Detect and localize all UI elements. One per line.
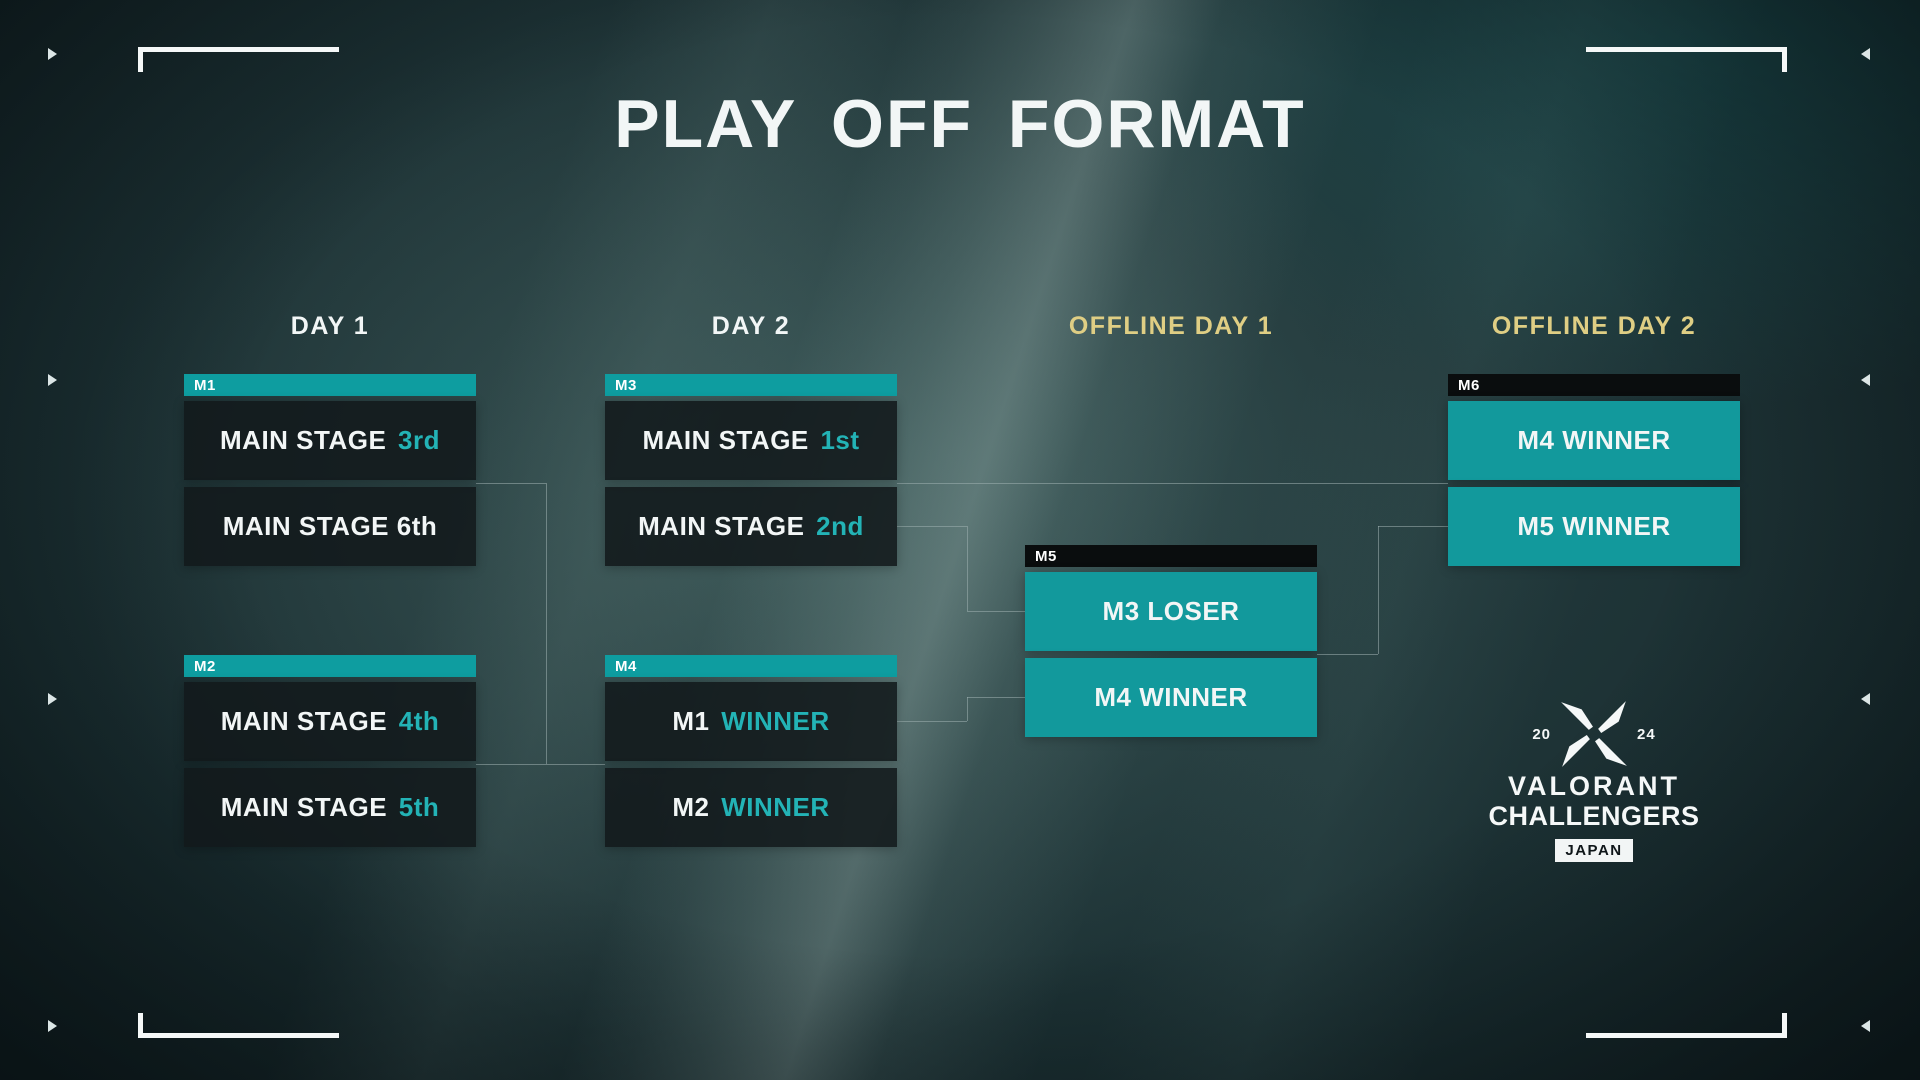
connector-m1-out bbox=[476, 483, 546, 484]
column-header-offline-day2: OFFLINE DAY 2 bbox=[1491, 312, 1697, 340]
slot-accent-text: 1st bbox=[820, 425, 860, 455]
slot-text: M4 WINNER bbox=[1094, 682, 1248, 712]
edge-arrow-right-icon bbox=[48, 1020, 57, 1032]
match-m6-slot-2: M5 WINNER bbox=[1448, 487, 1740, 566]
slot-accent-text: WINNER bbox=[721, 706, 830, 736]
page-title: PLAY OFF FORMAT bbox=[614, 86, 1306, 162]
slot-text: MAIN STAGE bbox=[220, 706, 388, 736]
edge-arrow-left-icon bbox=[1861, 374, 1870, 386]
match-m1-slot-2: MAIN STAGE 6th bbox=[184, 487, 476, 566]
match-m1-tag: M1 bbox=[184, 374, 476, 396]
connector-m3-out bbox=[897, 526, 967, 527]
slot-text: MAIN STAGE bbox=[638, 511, 805, 541]
match-m2-slot-1: MAIN STAGE 4th bbox=[184, 682, 476, 761]
match-m5-tag: M5 bbox=[1025, 545, 1317, 567]
corner-frame-top-right-icon bbox=[1586, 47, 1787, 72]
logo-wordmark-challengers: CHALLENGERS bbox=[1488, 800, 1700, 831]
match-m4: M4 M1 WINNER M2 WINNER bbox=[605, 655, 897, 847]
vct-japan-logo: 20 24 VALORANT CHALLENGERS JAPAN bbox=[1448, 698, 1740, 863]
edge-arrow-left-icon bbox=[1861, 48, 1870, 60]
connector-m2-to-m4 bbox=[476, 764, 605, 765]
corner-frame-bottom-right-icon bbox=[1586, 1013, 1787, 1038]
match-m6-slot-1: M4 WINNER bbox=[1448, 401, 1740, 480]
match-m3-tag: M3 bbox=[605, 374, 897, 396]
slot-text: M3 LOSER bbox=[1102, 596, 1240, 626]
logo-year-right: 24 bbox=[1637, 725, 1656, 743]
logo-wordmark-valorant: VALORANT bbox=[1508, 771, 1680, 801]
connector-to-m6-bottom bbox=[1378, 526, 1448, 527]
slot-text: MAIN STAGE bbox=[642, 425, 809, 455]
connector-m3-drop bbox=[967, 526, 968, 611]
edge-arrow-left-icon bbox=[1861, 1020, 1870, 1032]
connector-m4-out bbox=[897, 721, 967, 722]
slot-text: M5 WINNER bbox=[1517, 511, 1671, 541]
slot-accent-text: 4th bbox=[398, 706, 440, 736]
edge-arrow-right-icon bbox=[48, 374, 57, 386]
connector-m5-rise bbox=[1378, 526, 1379, 654]
slot-text: M2 bbox=[672, 792, 710, 822]
slot-text: MAIN STAGE bbox=[220, 792, 388, 822]
vct-logo-burst-row: 20 24 bbox=[1532, 698, 1655, 770]
match-m6: M6 M4 WINNER M5 WINNER bbox=[1448, 374, 1740, 566]
edge-arrow-right-icon bbox=[48, 693, 57, 705]
slot-accent-text: 2nd bbox=[816, 511, 864, 541]
match-m2-tag: M2 bbox=[184, 655, 476, 677]
connector-m4-rise bbox=[967, 697, 968, 721]
column-header-day2: DAY 2 bbox=[711, 312, 791, 340]
edge-arrow-left-icon bbox=[1861, 693, 1870, 705]
column-header-offline-day1: OFFLINE DAY 1 bbox=[1068, 312, 1274, 340]
connector-m1-m2-join bbox=[546, 483, 547, 764]
slot-accent-text: WINNER bbox=[721, 792, 830, 822]
connector-to-m5-top bbox=[967, 611, 1025, 612]
connector-m3-to-m6 bbox=[897, 483, 1448, 484]
edge-arrow-right-icon bbox=[48, 48, 57, 60]
match-m4-tag: M4 bbox=[605, 655, 897, 677]
corner-frame-top-left-icon bbox=[138, 47, 339, 72]
connector-m5-out bbox=[1317, 654, 1378, 655]
match-m3-slot-1: MAIN STAGE 1st bbox=[605, 401, 897, 480]
match-m6-tag: M6 bbox=[1448, 374, 1740, 396]
logo-year-left: 20 bbox=[1532, 725, 1551, 743]
japan-badge: JAPAN bbox=[1555, 839, 1633, 863]
match-m5-slot-1: M3 LOSER bbox=[1025, 572, 1317, 651]
match-m5-slot-2: M4 WINNER bbox=[1025, 658, 1317, 737]
match-m5: M5 M3 LOSER M4 WINNER bbox=[1025, 545, 1317, 737]
slot-accent-text: 3rd bbox=[398, 425, 440, 455]
match-m4-slot-2: M2 WINNER bbox=[605, 768, 897, 847]
match-m1-slot-1: MAIN STAGE 3rd bbox=[184, 401, 476, 480]
corner-frame-bottom-left-icon bbox=[138, 1013, 339, 1038]
match-m3-slot-2: MAIN STAGE 2nd bbox=[605, 487, 897, 566]
match-m3: M3 MAIN STAGE 1st MAIN STAGE 2nd bbox=[605, 374, 897, 566]
slot-text: MAIN STAGE 6th bbox=[222, 511, 438, 541]
match-m2: M2 MAIN STAGE 4th MAIN STAGE 5th bbox=[184, 655, 476, 847]
column-header-day1: DAY 1 bbox=[290, 312, 370, 340]
vct-burst-icon bbox=[1561, 701, 1627, 767]
slot-text: MAIN STAGE bbox=[220, 425, 387, 455]
match-m1: M1 MAIN STAGE 3rd MAIN STAGE 6th bbox=[184, 374, 476, 566]
slot-text: M4 WINNER bbox=[1517, 425, 1671, 455]
slot-text: M1 bbox=[672, 706, 710, 736]
connector-to-m5-bottom bbox=[967, 697, 1025, 698]
match-m4-slot-1: M1 WINNER bbox=[605, 682, 897, 761]
slot-accent-text: 5th bbox=[398, 792, 440, 822]
match-m2-slot-2: MAIN STAGE 5th bbox=[184, 768, 476, 847]
